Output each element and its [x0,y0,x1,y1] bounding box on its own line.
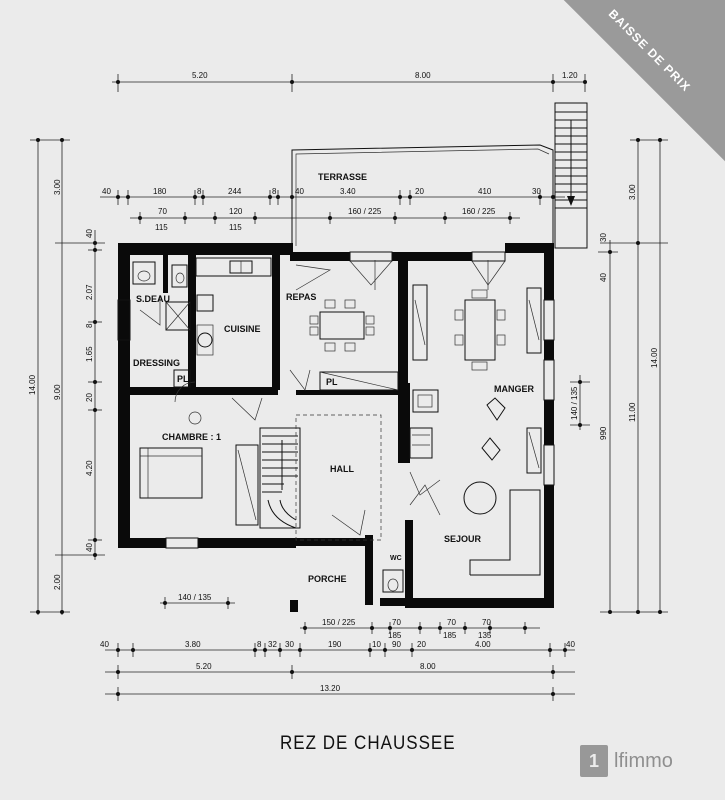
dim-label: 14.00 [28,374,37,395]
fixtures [132,257,542,593]
dimension-labels-left: 3.00 40 2.07 8 1.65 20 4.20 40 2.00 14.0… [28,179,94,590]
plan-title: REZ DE CHAUSSEE [280,731,456,754]
dim-label: 5.20 [192,71,208,80]
label-sejour: SEJOUR [444,534,482,544]
dim-label: 9.00 [53,384,62,400]
dim-label: 8 [197,187,202,196]
dimension-dots [36,80,662,696]
dim-label: 70 [392,618,401,627]
dim-label: 40 [100,640,109,649]
dim-label: 40 [85,229,94,238]
dimension-labels-right: 3.00 30 40 14.00 11.00 990 140 / 135 [570,184,659,440]
dim-label: 32 [268,640,277,649]
dim-label: 30 [285,640,294,649]
dim-label: 10 [372,640,381,649]
dim-label: 8.00 [420,662,436,671]
dim-label: 185 [443,631,457,640]
dim-label: 1.20 [562,71,578,80]
dim-label: 40 [295,187,304,196]
dim-label: 115 [229,223,242,232]
dim-label: 3.80 [185,640,201,649]
dim-label: 11.00 [628,402,637,422]
dim-label: 8 [85,323,94,328]
dim-label: 140 / 135 [570,386,579,420]
dim-label: 70 [447,618,456,627]
label-s-eau: S.DEAU [136,294,170,304]
dim-label: 2.07 [85,284,94,300]
dim-label: 160 / 225 [348,207,382,216]
dim-label: 40 [102,187,111,196]
dim-label: 2.00 [53,574,62,590]
dimension-labels-top: 5.20 8.00 1.20 40 180 8 244 8 40 3.40 20… [102,71,578,232]
dimension-labels-bottom: 140 / 135 150 / 225 70 185 70 185 70 135… [100,593,575,693]
dim-label: 14.00 [650,347,659,368]
dim-label: 3.40 [340,187,356,196]
label-pl-2: PL [326,377,338,387]
dim-label: 160 / 225 [462,207,496,216]
dim-label: 40 [85,543,94,552]
dim-label: 40 [599,273,608,282]
dim-label: 30 [532,187,541,196]
dim-label: 185 [388,631,402,640]
label-wc: WC [390,555,402,562]
dim-label: 4.20 [85,460,94,476]
dim-label: 135 [478,631,492,640]
label-pl-1: PL [177,374,189,384]
dim-label: 990 [599,426,608,440]
dim-label: 20 [85,393,94,402]
interior-stairs [259,414,382,541]
dim-label: 410 [478,187,492,196]
dim-label: 90 [392,640,401,649]
door-swings [139,260,506,536]
windows [117,251,555,549]
walls [118,243,554,612]
label-dressing: DRESSING [133,358,180,368]
terrace [291,144,554,250]
label-repas: REPAS [286,292,316,302]
label-chambre: CHAMBRE : 1 [162,432,221,442]
dim-label: 20 [415,187,424,196]
room-labels: TERRASSE S.DEAU CUISINE REPAS DRESSING P… [133,172,534,584]
dim-label: 120 [229,207,243,216]
dim-label: 244 [228,187,242,196]
label-porche: PORCHE [308,574,347,584]
dim-label: 3.00 [628,184,637,200]
dim-label: 30 [599,233,608,242]
label-hall: HALL [330,464,354,474]
dim-label: 13.20 [320,684,341,693]
logo-mark-icon: 1 [580,745,608,777]
dim-label: 115 [155,223,168,232]
label-cuisine: CUISINE [224,324,261,334]
dim-label: 5.20 [196,662,212,671]
exterior-stairs [554,102,588,249]
dim-label: 4.00 [475,640,491,649]
dim-label: 70 [482,618,491,627]
dimension-lines [30,74,668,701]
label-manger: MANGER [494,384,534,394]
agency-logo: 1 lfimmo [580,741,673,781]
dim-label: 70 [158,207,167,216]
dim-label: 20 [417,640,426,649]
logo-text: lfimmo [614,749,673,772]
dim-label: 8.00 [415,71,431,80]
dim-label: 1.65 [85,346,94,362]
dim-label: 150 / 225 [322,618,356,627]
dim-label: 8 [272,187,277,196]
label-terrasse: TERRASSE [318,172,367,182]
dim-label: 180 [153,187,167,196]
dim-label: 190 [328,640,342,649]
dim-label: 40 [566,640,575,649]
dim-label: 8 [257,640,262,649]
dim-label: 3.00 [53,179,62,195]
dim-label: 140 / 135 [178,593,212,602]
